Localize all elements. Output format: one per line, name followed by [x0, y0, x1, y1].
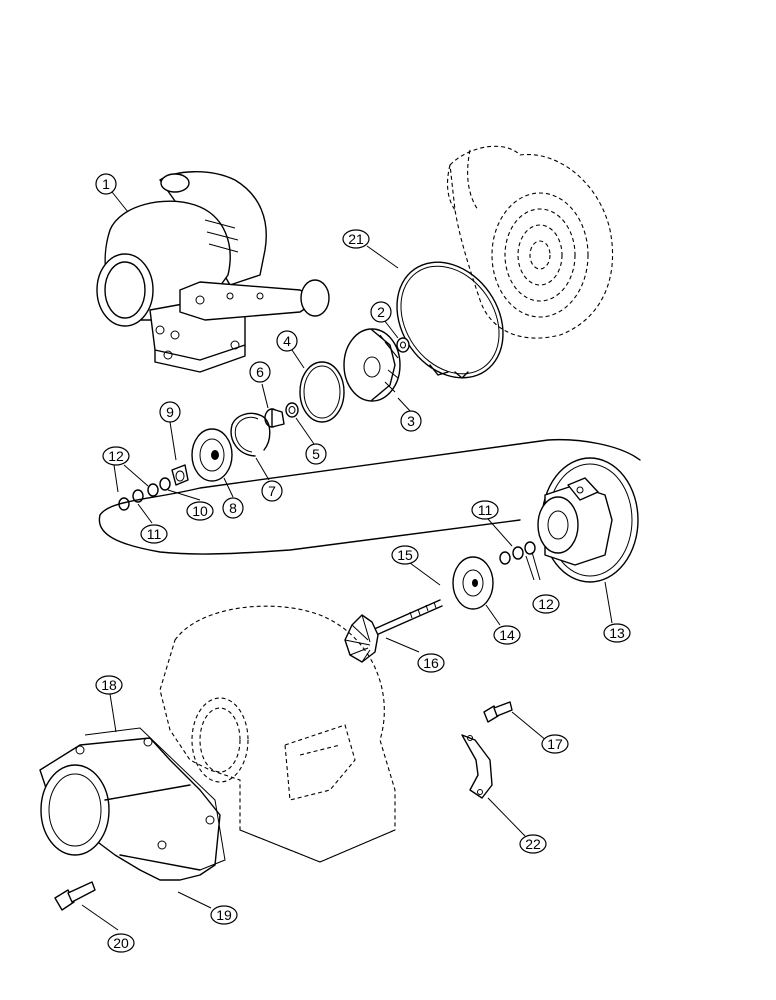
svg-text:12: 12: [538, 596, 554, 612]
callout-9: 9: [159, 401, 181, 423]
svg-text:19: 19: [216, 907, 232, 923]
callout-7: 7: [261, 480, 283, 502]
svg-text:10: 10: [192, 503, 208, 519]
callout-12-left: 12: [102, 446, 130, 466]
svg-text:8: 8: [229, 500, 237, 516]
svg-text:7: 7: [268, 483, 276, 499]
svg-text:5: 5: [312, 446, 320, 462]
svg-text:11: 11: [147, 526, 162, 542]
callout-13: 13: [603, 623, 631, 643]
callout-18: 18: [95, 675, 123, 695]
bearing-housing: [537, 457, 639, 583]
callout-12-right: 12: [532, 594, 560, 614]
svg-text:3: 3: [407, 413, 415, 429]
callout-16: 16: [417, 653, 445, 673]
turbine-housing-dashed: [159, 605, 396, 863]
bracket: [461, 734, 493, 799]
group-outline: [98, 438, 641, 555]
callout-15: 15: [391, 545, 419, 565]
svg-text:4: 4: [283, 333, 291, 349]
insert: [264, 408, 285, 428]
heat-shield: [452, 556, 494, 610]
callout-17: 17: [541, 734, 569, 754]
svg-text:6: 6: [256, 364, 264, 380]
callout-2: 2: [370, 301, 392, 323]
callout-11-right: 11: [471, 500, 499, 520]
callout-11-left: 11: [140, 524, 168, 544]
bearing-ring: [147, 477, 171, 497]
svg-text:11: 11: [478, 502, 493, 518]
compressor-housing-dashed: [446, 145, 614, 339]
callout-1: 1: [95, 173, 117, 195]
svg-text:1: 1: [102, 176, 110, 192]
callout-19: 19: [210, 905, 238, 925]
svg-text:15: 15: [397, 547, 413, 563]
svg-text:12: 12: [108, 448, 124, 464]
callout-20: 20: [107, 933, 135, 953]
callout-5: 5: [305, 443, 327, 465]
svg-text:9: 9: [166, 404, 174, 420]
journal-bearing-right: [499, 541, 536, 565]
seal-plate: [191, 428, 233, 482]
turbine-wheel-shaft: [344, 599, 443, 663]
callout-4: 4: [276, 330, 298, 352]
thrust-bearing: [171, 464, 189, 486]
leader-lines: [81, 191, 613, 931]
callout-21: 21: [342, 229, 370, 249]
svg-text:13: 13: [609, 625, 625, 641]
svg-text:22: 22: [525, 836, 541, 852]
compressor-wheel: [343, 328, 401, 402]
svg-text:21: 21: [348, 231, 364, 247]
bolt-small: [483, 701, 513, 723]
svg-text:16: 16: [423, 655, 439, 671]
callout-14: 14: [493, 625, 521, 645]
callout-22: 22: [519, 834, 547, 854]
svg-text:14: 14: [499, 627, 515, 643]
callout-3: 3: [400, 410, 422, 432]
o-ring: [299, 361, 345, 423]
nut: [396, 337, 410, 353]
callout-10: 10: [186, 501, 214, 521]
turbocharger-assembly: [96, 171, 330, 373]
callout-8: 8: [222, 497, 244, 519]
svg-text:18: 18: [101, 677, 117, 693]
svg-text:17: 17: [547, 736, 563, 752]
bolt: [54, 881, 96, 911]
callout-6: 6: [249, 361, 271, 383]
svg-text:20: 20: [113, 935, 129, 951]
svg-text:2: 2: [377, 304, 385, 320]
retaining-ring: [396, 261, 504, 379]
thrust-collar: [285, 402, 299, 418]
turbine-outlet-elbow: [39, 737, 221, 881]
snap-ring: [230, 412, 271, 457]
gasket: [84, 727, 226, 871]
